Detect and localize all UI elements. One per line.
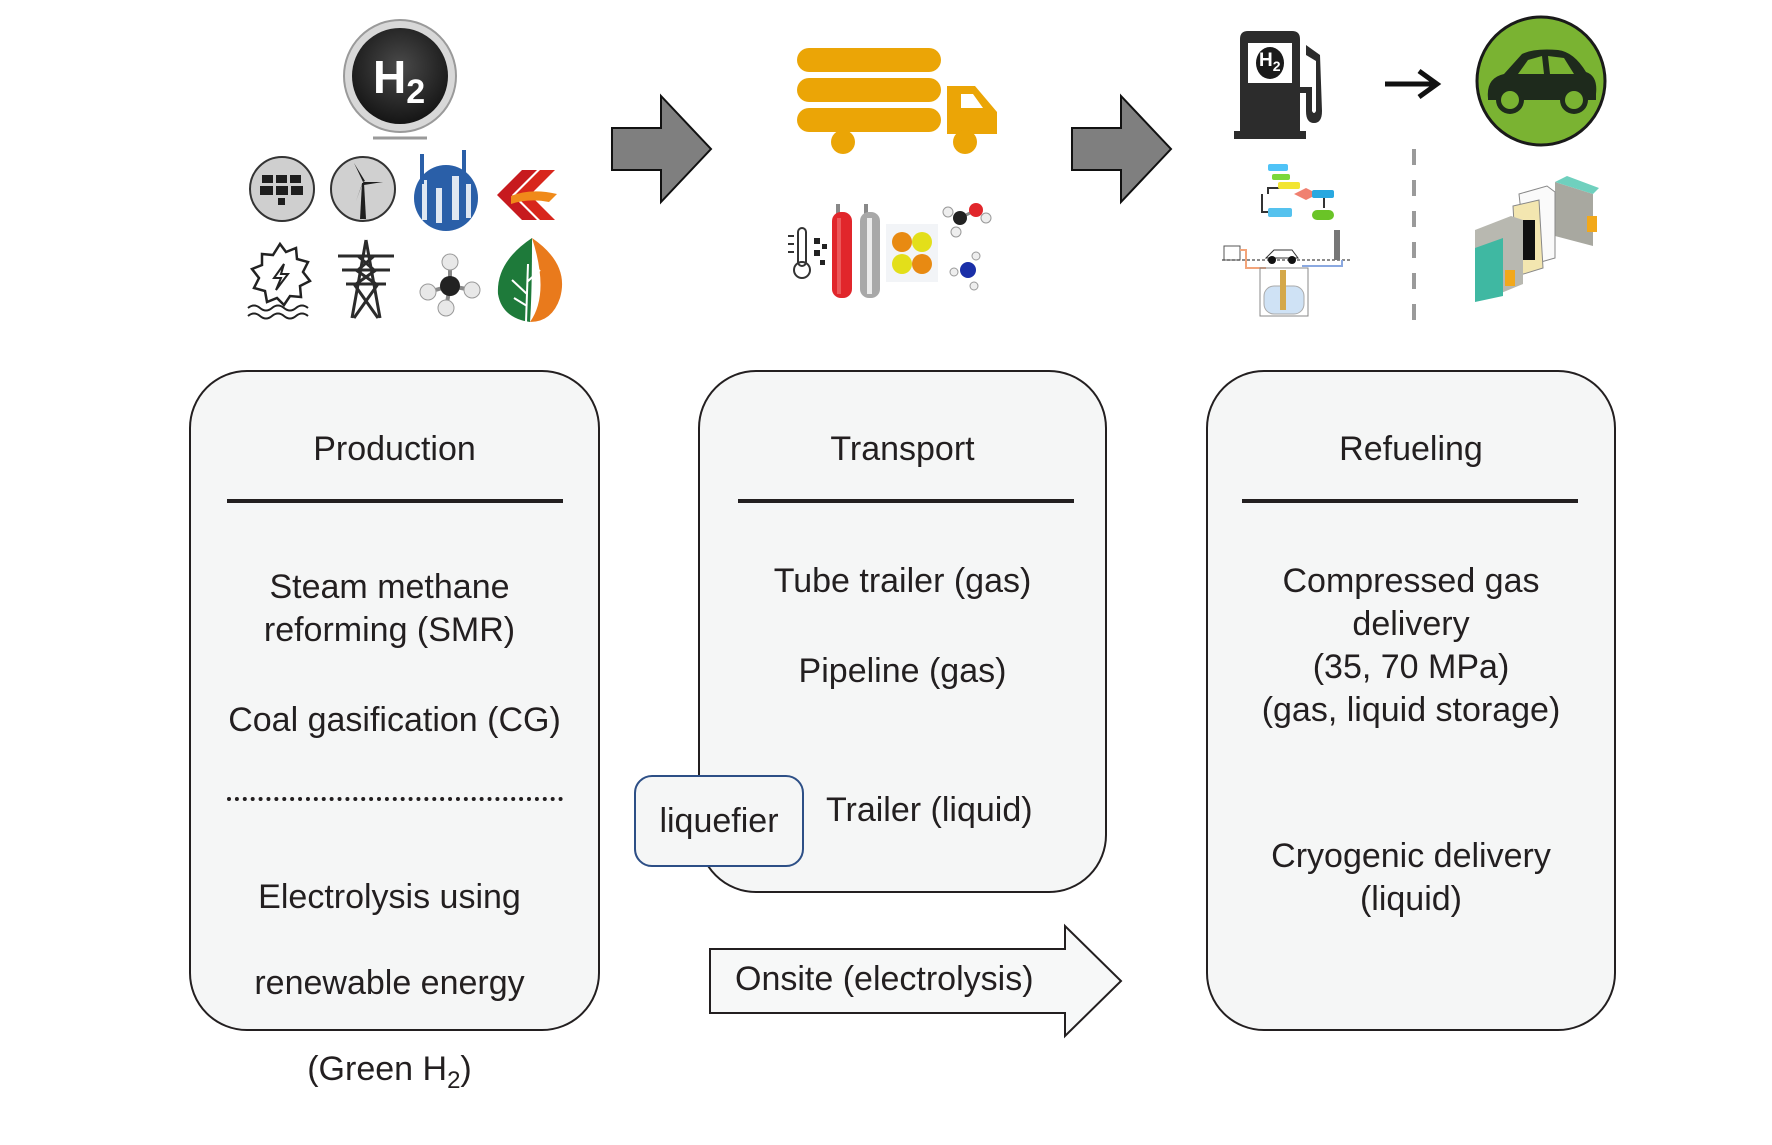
tube-trailer-truck-icon	[797, 48, 997, 154]
liquefier-box: liquefier	[634, 775, 804, 867]
production-item-green-h2: Electrolysis using renewable energy (Gre…	[181, 833, 598, 1145]
green-h2-subscript: 2	[447, 1066, 461, 1094]
production-title: Production	[313, 430, 476, 468]
green-h2-line-3: (Green H2)	[181, 1048, 598, 1102]
fuel-cell-car-icon	[1475, 15, 1607, 147]
station-schematic-icon	[1222, 230, 1350, 317]
production-item-smr: Steam methane reforming (SMR)	[263, 568, 516, 649]
h2-badge-subscript: 2	[406, 73, 426, 112]
transport-item-trailer-liquid: Trailer (liquid)	[826, 791, 1033, 829]
refueling-item-cryogenic: Cryogenic delivery (liquid)	[1271, 837, 1551, 918]
coal-company-logo-icon	[497, 170, 557, 220]
pump-h2-letter: H	[1259, 50, 1273, 71]
onsite-arrow	[709, 923, 1123, 1039]
transport-storage-icons	[780, 190, 1020, 320]
production-dotted-separator	[227, 797, 563, 801]
refueling-box: Refueling Compressed gas delivery (35, 7…	[1206, 370, 1616, 1031]
wind-turbine-icon	[330, 156, 396, 222]
dashed-divider	[1412, 149, 1416, 327]
green-h2-line-1: Electrolysis using	[258, 878, 521, 916]
solar-panel-icon	[249, 156, 315, 222]
pump-h2-label: H2	[1259, 50, 1281, 74]
refueling-title-rule	[1242, 499, 1578, 503]
production-item-cg: Coal gasification (CG)	[228, 701, 561, 739]
transport-item-tube-trailer: Tube trailer (gas)	[773, 562, 1032, 600]
h2-badge-icon	[343, 19, 457, 140]
green-h2-suffix: )	[460, 1050, 472, 1088]
refueling-title: Refueling	[1339, 430, 1483, 468]
h2-fuel-pump-icon	[1234, 31, 1322, 139]
transport-title-rule	[738, 499, 1074, 503]
methanol-molecule-icon	[942, 203, 992, 238]
transport-item-pipeline: Pipeline (gas)	[798, 652, 1007, 690]
metal-hydride-lattice-icon	[886, 224, 938, 282]
pump-h2-subscript: 2	[1272, 57, 1281, 74]
transport-title: Transport	[830, 430, 975, 468]
production-icons: H2	[240, 10, 580, 323]
h2-badge-letter: H	[373, 51, 407, 103]
h2-badge-label: H2	[373, 50, 425, 112]
red-gas-cylinder-icon	[832, 204, 852, 298]
flow-arrow-production-to-transport	[611, 93, 713, 205]
thermometer-icon	[788, 227, 827, 279]
biomass-leaf-icon	[497, 238, 563, 323]
right-arrow-icon	[1385, 68, 1442, 100]
power-pylon-icon	[338, 239, 394, 319]
production-title-rule	[227, 499, 563, 503]
process-flowchart-icon	[1261, 164, 1334, 220]
refinery-icon	[414, 150, 478, 231]
hydro-power-icon	[247, 241, 312, 320]
onsite-label: Onsite (electrolysis)	[735, 960, 1034, 998]
methane-molecule-icon	[419, 253, 481, 317]
green-h2-line-2: renewable energy	[254, 964, 525, 1002]
silver-gas-cylinder-icon	[860, 204, 880, 298]
green-h2-prefix: (Green H	[307, 1050, 448, 1088]
refueling-station-diagrams	[1218, 160, 1358, 320]
fuel-cell-stack-icon	[1475, 176, 1599, 302]
flow-arrow-transport-to-refueling	[1071, 93, 1173, 205]
ammonia-molecule-icon	[946, 250, 990, 296]
production-box: Production Steam methane reforming (SMR)…	[189, 370, 600, 1094]
refueling-item-compressed-gas: Compressed gas delivery (35, 70 MPa) (ga…	[1261, 562, 1561, 729]
